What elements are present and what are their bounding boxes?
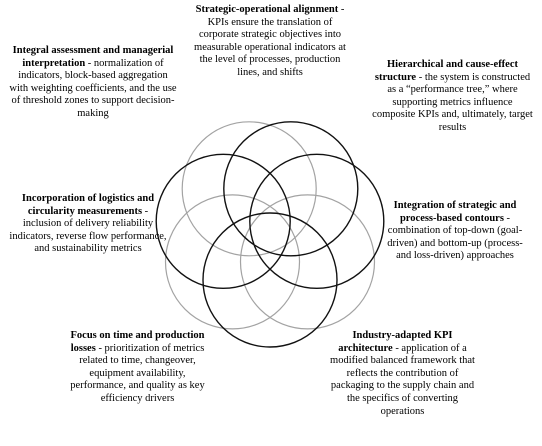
block-integral-assessment: Integral assessment and managerial inter… — [8, 45, 178, 121]
block-title: Integration of strategic and process-bas… — [393, 200, 517, 224]
ring-circle — [164, 194, 301, 330]
block-title: Integral assessment and managerial inter… — [12, 45, 174, 69]
block-strategic-operational-alignment: Strategic-operational alignment - KPIs e… — [190, 4, 350, 80]
ring-circle — [239, 194, 376, 330]
block-title: Hierarchical and cause-effect structure — [374, 59, 518, 83]
block-industry-kpi-architecture: Industry-adapted KPI architecture - appl… — [325, 330, 480, 418]
ring-circle — [202, 212, 338, 348]
block-strategic-process-contours: Integration of strategic and process-bas… — [380, 200, 530, 263]
block-body: - the system is constructed as a “perfor… — [372, 71, 533, 133]
block-logistics-circularity: Incorporation of logistics and circulari… — [8, 193, 168, 256]
block-body: - KPIs ensure the translation of corpora… — [194, 4, 346, 78]
block-title: Incorporation of logistics and circulari… — [21, 193, 155, 217]
block-body: - inclusion of delivery reliability indi… — [9, 205, 167, 255]
ring-circle — [249, 153, 385, 290]
ring-circle — [223, 121, 359, 257]
block-title: Strategic-operational alignment — [195, 4, 339, 15]
block-body: - combination of top-down (goal-driven) … — [387, 212, 523, 262]
block-body: - normalization of indicators, block-bas… — [9, 57, 177, 119]
block-title: Focus on time and production losses — [70, 330, 205, 354]
block-body: - prioritization of metrics related to t… — [70, 342, 205, 404]
ring-circle — [181, 121, 317, 257]
block-time-production-losses: Focus on time and production losses - pr… — [70, 330, 205, 406]
block-body: - application of a modified balanced fra… — [330, 342, 475, 417]
block-title: Industry-adapted KPI architecture — [338, 330, 453, 354]
block-hierarchical-structure: Hierarchical and cause-effect structure … — [370, 59, 535, 135]
ring-circle — [155, 153, 291, 290]
